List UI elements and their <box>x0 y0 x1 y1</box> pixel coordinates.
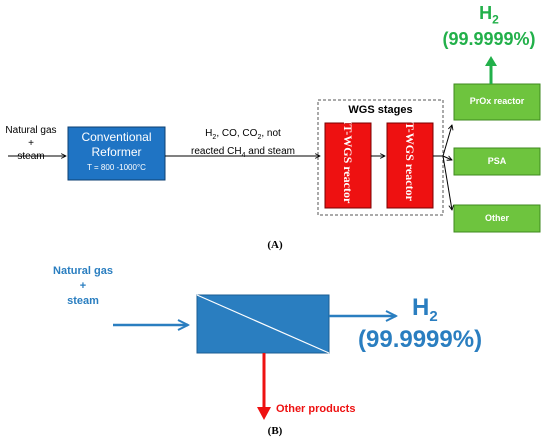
other-products-label: Other products <box>276 403 356 415</box>
feed-label-b-line2: + <box>79 280 87 292</box>
product-h2-a: H2 <box>428 2 550 31</box>
branch-arrow-other <box>442 155 452 210</box>
product-h2-a-symbol: H <box>479 3 493 23</box>
conventional-reformer-box <box>67 126 166 181</box>
feed-label-b-line3: steam <box>67 295 99 307</box>
stream-line1-sub2: 2 <box>257 134 262 141</box>
stream-line1-mid: , CO, CO <box>216 128 258 139</box>
product-h2-b-symbol: H <box>412 294 430 321</box>
branch-arrow-prox <box>442 125 452 157</box>
membrane-diagonal <box>196 294 330 354</box>
stream-line1: H2, CO, CO2, not <box>172 127 314 145</box>
byproduct-arrow-head <box>257 407 271 420</box>
prox-reactor-box <box>453 83 541 121</box>
reformer-title-line2: Reformer <box>91 145 142 159</box>
feed-label-a-line1: Natural gas <box>5 125 57 136</box>
other-label: Other <box>484 213 509 223</box>
reformer-title-line1: Conventional <box>81 130 152 144</box>
reformer-label: Conventional Reformer T = 800 -1000°C <box>68 130 165 174</box>
prox-h2-arrow-head <box>485 56 497 66</box>
feed-label-b-line1: Natural gas <box>53 265 113 277</box>
product-purity-b: (99.9999%) <box>358 326 483 353</box>
product-h2-b: H2 <box>412 294 438 331</box>
reformer-outlet-stream-label: H2, CO, CO2, not reacted CH4 and steam <box>172 127 314 163</box>
ht-wgs-label: HT-WGS reactor <box>341 115 355 204</box>
feed-label-b: Natural gas + steam <box>38 264 128 309</box>
psa-label: PSA <box>487 156 507 166</box>
wgs-stages-title: WGS stages <box>348 104 413 116</box>
caption-a: (A) <box>267 239 283 251</box>
product-purity-a: (99.9999%) <box>442 29 536 49</box>
prox-reactor-label: PrOx reactor <box>469 96 525 106</box>
stream-line1-suffix: , not <box>261 128 281 139</box>
feed-label-a-line2: + <box>28 138 34 149</box>
stream-line2-sub: 4 <box>241 152 246 159</box>
product-h2-b-sub: 2 <box>429 307 438 325</box>
stream-line1-sub: 2 <box>212 134 217 141</box>
feed-label-a-line3: steam <box>17 151 45 162</box>
branch-arrow-psa <box>442 155 452 160</box>
lt-wgs-reactor-box <box>386 122 434 209</box>
product-h2-a-sub: 2 <box>492 12 499 27</box>
stream-line1-prefix: H <box>205 128 213 139</box>
lt-wgs-label: LT-WGS reactor <box>403 115 417 201</box>
other-box <box>453 204 541 233</box>
stream-line2: reacted CH4 and steam <box>172 145 314 163</box>
psa-box <box>453 147 541 176</box>
stream-line2-suffix: and steam <box>245 146 295 157</box>
stream-line2-prefix: reacted CH <box>191 146 242 157</box>
feed-label-a: Natural gas + steam <box>0 124 62 163</box>
reformer-temperature: T = 800 -1000°C <box>87 163 146 172</box>
caption-b: (B) <box>267 425 283 437</box>
ht-wgs-reactor-box <box>324 122 372 209</box>
